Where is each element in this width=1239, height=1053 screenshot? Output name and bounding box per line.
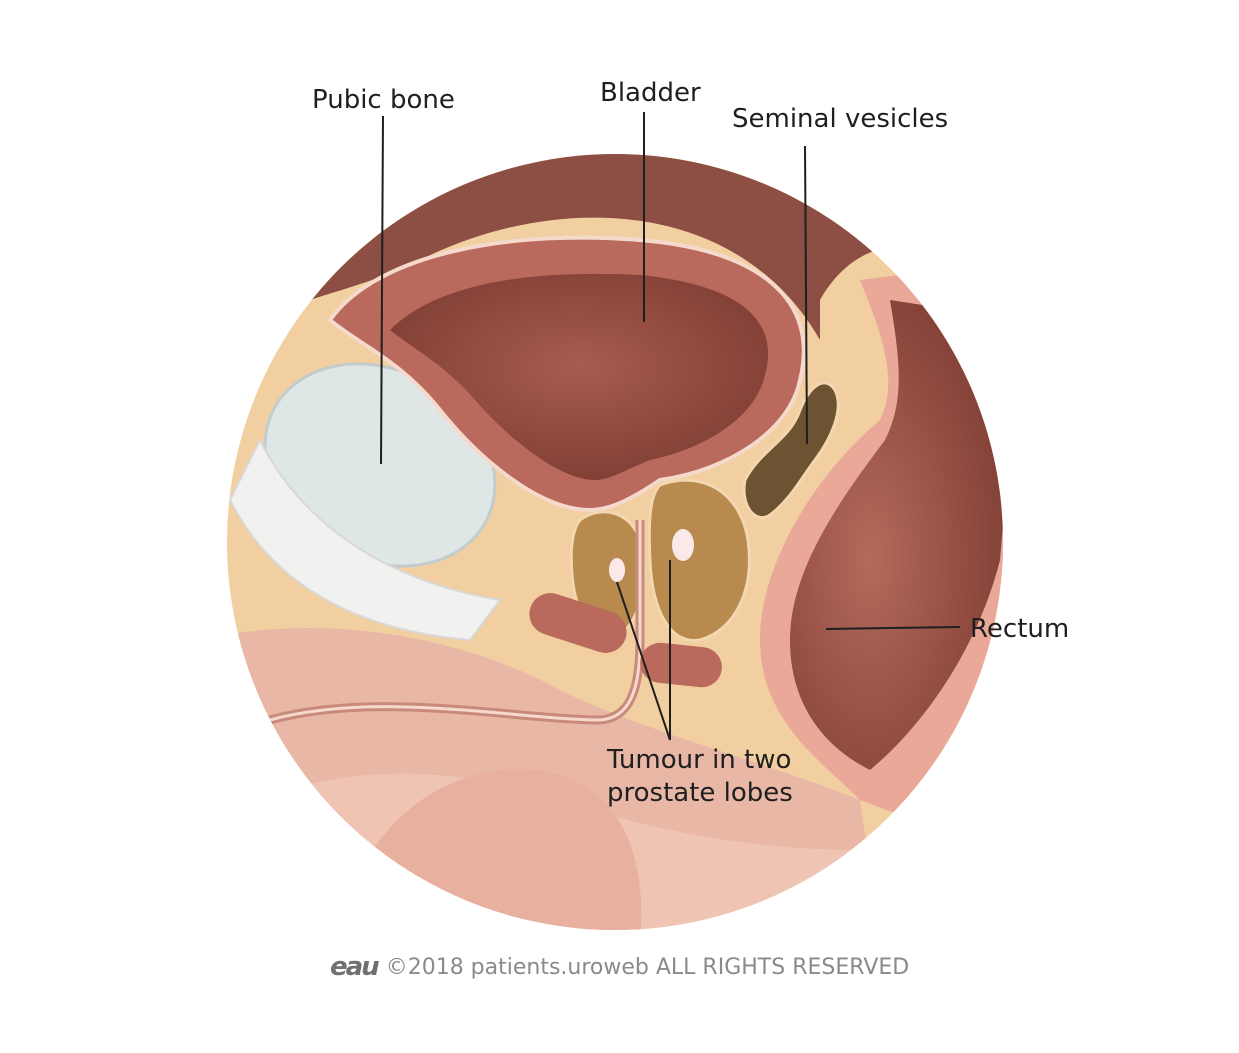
copyright-footer: eau ©2018 patients.uroweb ALL RIGHTS RES… [330, 952, 909, 982]
pubic-ligament [228, 437, 502, 642]
prostate-right-lobe [647, 478, 751, 642]
seminal-vesicles-shape [742, 381, 840, 519]
leader-pubic-bone [380, 115, 384, 465]
pelvic-muscle-a [529, 593, 627, 653]
label-rectum: Rectum [970, 614, 1070, 644]
rectum-lumen [790, 300, 1003, 770]
urethra-core [269, 520, 642, 722]
tumour-left [609, 558, 625, 582]
label-tumour: Tumour in two prostate lobes [607, 744, 837, 809]
bladder-lumen [390, 273, 769, 480]
pelvic-muscle-b [640, 642, 722, 688]
label-tumour-line2: prostate lobes [607, 777, 793, 808]
leader-tumour-left [616, 581, 671, 741]
tumour-right [672, 529, 694, 561]
copyright-text: ©2018 patients.uroweb ALL RIGHTS RESERVE… [385, 954, 910, 980]
leader-rectum [825, 626, 961, 630]
label-tumour-line1: Tumour in two [607, 745, 792, 775]
label-bladder: Bladder [600, 78, 701, 108]
label-seminal-vesicles: Seminal vesicles [732, 104, 949, 134]
leader-seminal-vesicles [804, 145, 808, 445]
eau-logo: eau [330, 952, 380, 982]
circular-cross-section [227, 154, 1003, 930]
label-pubic-bone: Pubic bone [312, 85, 455, 115]
